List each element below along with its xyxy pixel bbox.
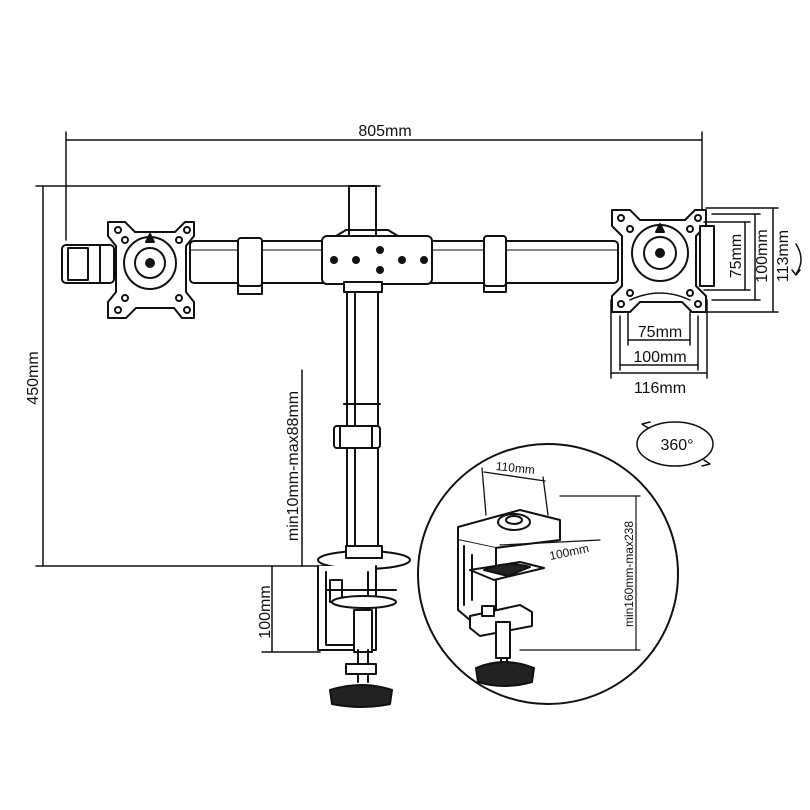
clamp-detail-inset	[417, 443, 679, 705]
tilt-arrow-icon	[791, 243, 802, 276]
pole-collar	[333, 425, 381, 449]
rotation-label: 360°	[660, 437, 693, 454]
vesa-horizontal-dimensions	[610, 299, 708, 379]
clamp-height-label: 100mm	[257, 585, 274, 638]
vesa-vertical-dimensions	[703, 207, 779, 313]
vesa-h-small-label: 75mm	[638, 324, 682, 341]
vesa-v-large-label: 100mm	[754, 229, 771, 282]
clamp-height-dimension	[261, 565, 321, 653]
center-pole	[333, 185, 381, 553]
inset-width-label: 110mm	[495, 459, 535, 477]
height-label: 450mm	[25, 351, 42, 404]
horizontal-arm	[189, 229, 619, 295]
rotate-360-icon	[636, 421, 714, 467]
plate-v-label: 113mm	[775, 230, 792, 282]
desk-clamp	[317, 545, 411, 708]
inset-desk-label: min160mm-max238	[622, 521, 636, 627]
width-label: 805mm	[358, 123, 411, 140]
left-vesa-plate	[107, 221, 195, 319]
vesa-h-large-label: 100mm	[633, 349, 686, 366]
right-vesa-plate	[611, 209, 715, 313]
vesa-v-small-label: 75mm	[728, 234, 745, 278]
plate-h-label: 116mm	[634, 380, 686, 397]
center-hub	[321, 235, 433, 285]
pole-adjust-label: min10mm-max88mm	[285, 391, 302, 541]
height-dimension	[35, 185, 381, 567]
left-arm-cap	[61, 244, 115, 284]
